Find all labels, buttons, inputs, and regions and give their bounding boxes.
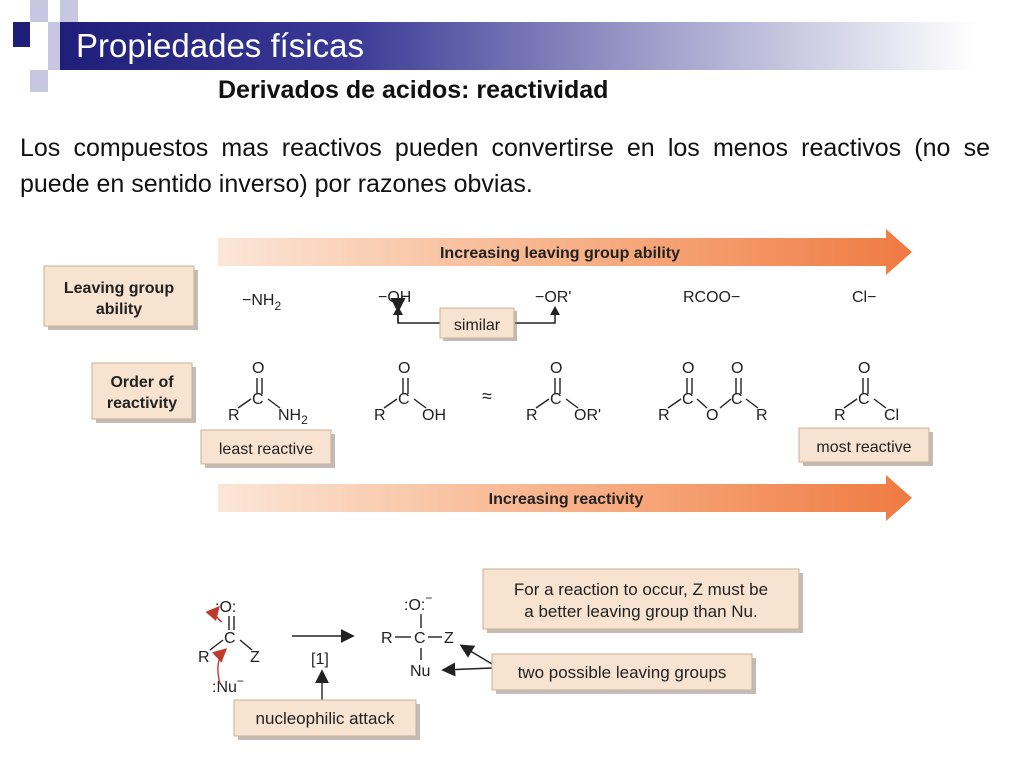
approx-sign: ≈ xyxy=(482,386,492,406)
svg-text:O: O xyxy=(550,360,562,377)
reactivity-label: Increasing reactivity xyxy=(489,491,644,508)
svg-text:OH: OH xyxy=(422,407,446,424)
svg-text:Z: Z xyxy=(444,630,454,647)
svg-text:Nu: Nu xyxy=(410,663,430,680)
order-box-line1: Order of xyxy=(110,374,174,391)
svg-text:C: C xyxy=(731,391,743,408)
svg-text:C: C xyxy=(224,630,236,647)
svg-text:C: C xyxy=(398,391,410,408)
order-box-line2: reactivity xyxy=(107,395,177,412)
most-reactive-box: most reactive xyxy=(798,427,933,466)
svg-text:NH2: NH2 xyxy=(278,407,308,427)
reactivity-arrow: Increasing reactivity xyxy=(218,475,912,521)
svg-text:O: O xyxy=(398,360,410,377)
slide-body-text: Los compuestos mas reactivos pueden conv… xyxy=(20,134,990,198)
corner-square-navy xyxy=(13,22,30,47)
svg-text:C: C xyxy=(414,630,426,647)
group-or: −OR' xyxy=(535,289,571,306)
structure-anhydride: O C R O O C R xyxy=(658,360,768,424)
corner-square-light-4 xyxy=(60,0,78,22)
note-line1: For a reaction to occur, Z must be xyxy=(514,580,768,599)
structure-acid-chloride: O C R Cl xyxy=(834,360,899,424)
svg-text:R: R xyxy=(228,407,240,424)
structure-acid: O C R OH xyxy=(374,360,446,424)
svg-text:R: R xyxy=(381,630,393,647)
leaving-box-line2: ability xyxy=(96,301,142,318)
step-label: [1] xyxy=(311,651,329,668)
corner-square-light-2 xyxy=(48,22,60,70)
svg-text::O:: :O: xyxy=(215,599,236,616)
structure-ester: O C R OR' xyxy=(526,360,601,424)
structure-amide: O C R NH2 xyxy=(228,360,308,427)
nucleophilic-attack-box: nucleophilic attack xyxy=(233,699,420,740)
leaving-box-line1: Leaving group xyxy=(64,280,174,297)
group-nh2: −NH2 xyxy=(242,292,281,313)
svg-text:R: R xyxy=(756,407,768,424)
svg-text:O: O xyxy=(858,360,870,377)
mechanism-note-box: For a reaction to occur, Z must be a bet… xyxy=(482,568,803,633)
similar-label: similar xyxy=(454,317,501,334)
svg-text:O: O xyxy=(252,360,264,377)
svg-text:C: C xyxy=(682,391,694,408)
corner-square-light-3 xyxy=(30,70,48,92)
most-reactive-label: most reactive xyxy=(816,439,911,456)
svg-text:R: R xyxy=(658,407,670,424)
note-line2: a better leaving group than Nu. xyxy=(524,602,757,621)
svg-text:O: O xyxy=(706,407,718,424)
two-groups-label: two possible leaving groups xyxy=(518,663,727,682)
group-oh: −OH xyxy=(378,289,411,306)
svg-text:OR': OR' xyxy=(574,407,601,424)
corner-square-light-1 xyxy=(30,0,48,22)
svg-text::Nu−: :Nu− xyxy=(212,674,244,696)
svg-text:O: O xyxy=(731,360,743,377)
slide-subtitle: Derivados de acidos: reactividad xyxy=(218,76,609,104)
least-reactive-label: least reactive xyxy=(219,441,313,458)
leaving-group-box: Leaving group ability xyxy=(43,265,198,330)
svg-text:R: R xyxy=(834,407,846,424)
svg-text:C: C xyxy=(252,391,264,408)
least-reactive-box: least reactive xyxy=(200,429,335,468)
title-bar xyxy=(60,22,1024,70)
slide-title: Propiedades físicas xyxy=(76,27,364,64)
group-cl: Cl− xyxy=(852,289,876,306)
leaving-ability-label: Increasing leaving group ability xyxy=(440,245,680,262)
leaving-ability-arrow: Increasing leaving group ability xyxy=(218,229,912,275)
svg-text::O:−: :O:− xyxy=(404,591,432,614)
mechanism: :O: C R Z :Nu− [1] :O:− R C Z Nu xyxy=(198,591,493,700)
two-groups-box: two possible leaving groups xyxy=(491,653,756,694)
similar-bracket: similar xyxy=(390,298,560,341)
order-reactivity-box: Order of reactivity xyxy=(91,362,196,423)
svg-text:O: O xyxy=(682,360,694,377)
svg-text:C: C xyxy=(858,391,870,408)
svg-text:R: R xyxy=(198,649,210,666)
structures-row: O C R NH2 O C R OH ≈ O C R OR' O xyxy=(228,360,899,427)
svg-text:Z: Z xyxy=(250,649,260,666)
svg-text:Cl: Cl xyxy=(884,407,899,424)
group-rcoo: RCOO− xyxy=(683,289,740,306)
svg-text:C: C xyxy=(550,391,562,408)
svg-text:R: R xyxy=(526,407,538,424)
nuc-attack-label: nucleophilic attack xyxy=(256,709,395,728)
svg-text:R: R xyxy=(374,407,386,424)
